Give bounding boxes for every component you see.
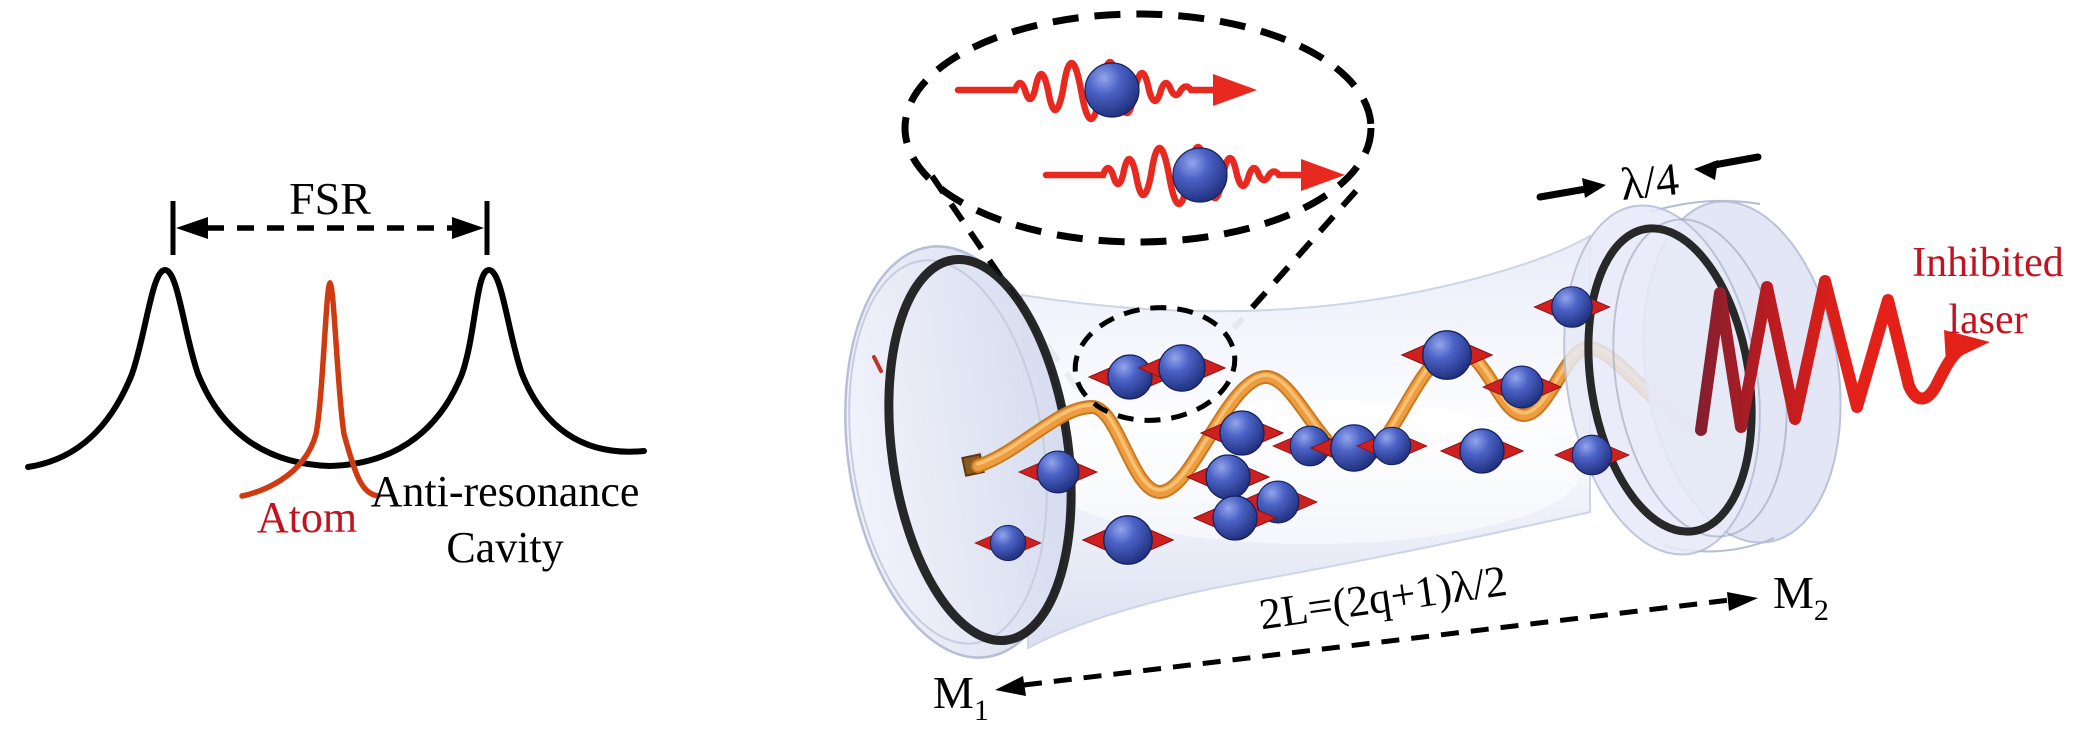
inhibited-laser-label: Inhibited laser	[1912, 240, 2064, 343]
atom-sphere	[1084, 62, 1140, 118]
fsr-arrow	[170, 201, 490, 255]
photon-wavepacket-2	[1046, 147, 1345, 204]
mirror-left-red-mark	[872, 355, 883, 373]
photon-wavepacket-1	[958, 62, 1257, 119]
mirror-right	[1563, 199, 1842, 556]
photon-wavepacket-callout	[901, 10, 1375, 398]
atom-sphere	[1172, 147, 1228, 203]
mirror2-label: M2	[1773, 567, 1829, 627]
inhibited-laser-line1: Inhibited	[1912, 240, 2064, 286]
inhibited-laser-output-beam	[1695, 275, 1990, 436]
cavity-resonance-curve	[25, 266, 647, 470]
quarter-wave-label: λ/4	[1618, 153, 1681, 210]
mirror1-label: M1	[933, 667, 989, 727]
magnifier-dashed-ellipse	[901, 10, 1375, 246]
callout-line-right	[1231, 189, 1359, 330]
atom-pair-dashed-ellipse	[1072, 305, 1238, 423]
resonance-spectrum-plot: FSR Atom Anti-resonance Cavity	[25, 173, 647, 572]
mirror-left-coating-ring	[884, 254, 1076, 646]
fsr-label: FSR	[289, 173, 371, 224]
anti-resonance-label-line1: Anti-resonance	[371, 467, 640, 516]
quarter-wave-annotation: λ/4	[1536, 153, 1762, 210]
anti-resonance-label-line2: Cavity	[446, 523, 563, 572]
atom-label: Atom	[257, 493, 357, 542]
inhibited-laser-line2: laser	[1948, 297, 2027, 343]
atom-resonance-curve	[239, 279, 381, 499]
